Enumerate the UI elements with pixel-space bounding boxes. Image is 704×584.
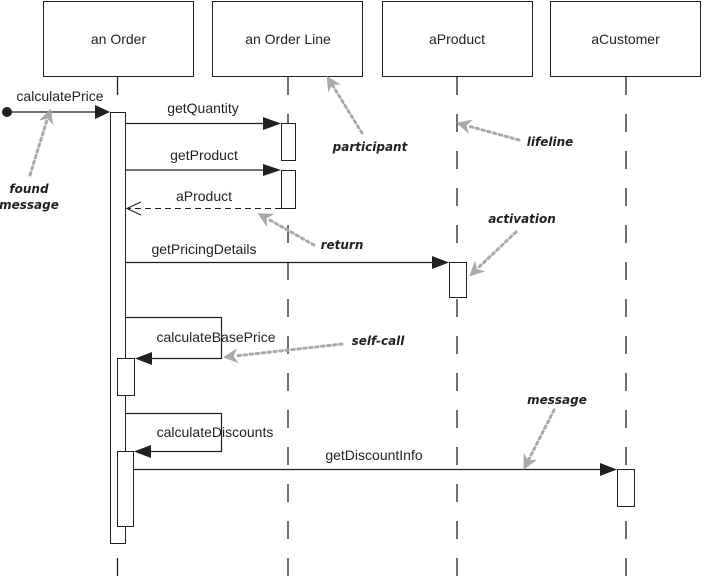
activation-bar-self-baseprice [117,358,135,396]
message-label: calculateBasePrice [156,329,275,345]
message-label: getQuantity [167,100,239,116]
filled-arrowhead-icon [600,463,617,476]
filled-arrowhead-icon [135,352,152,365]
annotation-pointer-arrow-icon [523,408,556,470]
message-get-product: getProduct [125,147,281,176]
annotation-found-message: found message [0,108,59,212]
annotation-label: return [321,238,364,252]
filled-arrowhead-icon [134,445,151,458]
message-calculate-base-price: calculateBasePrice [125,316,276,365]
filled-arrowhead-icon [263,117,281,130]
participant-box [550,1,701,77]
annotation-label: message [527,393,587,407]
annotation-label: lifeline [527,135,574,149]
open-arrowhead-icon [125,201,142,216]
self-call-line [125,412,223,453]
activation-bar-product [449,262,467,298]
annotation-label: message [0,198,59,212]
participant-a-customer: aCustomer [550,1,701,77]
participant-an-order-line: an Order Line [212,1,363,77]
annotation-pointer-arrow-icon [456,119,521,142]
message-label: getPricingDetails [151,241,256,257]
annotation-lifeline: lifeline [456,119,574,149]
filled-arrowhead-icon [95,105,110,119]
participant-box [43,1,194,77]
filled-arrowhead-icon [263,164,281,176]
annotation-pointer-arrow-icon [28,108,54,177]
message-return-a-product: aProduct [125,188,281,216]
participant-label: aCustomer [591,31,660,47]
message-label: calculatePrice [16,88,103,104]
annotation-message: message [523,393,587,470]
participant-a-product: aProduct [382,1,533,77]
message-get-pricing-details: getPricingDetails [125,241,449,269]
message-get-quantity: getQuantity [125,100,281,130]
annotation-label: self-call [352,334,406,348]
message-label: aProduct [176,188,232,204]
annotation-label: participant [332,140,409,154]
self-call-line [125,316,223,360]
participant-box [212,1,363,77]
activation-bar-orderline-2 [281,170,296,209]
activation-bar-orderline-1 [281,123,296,161]
message-label: calculateDiscounts [157,424,274,440]
message-calculate-discounts: calculateDiscounts [125,412,274,458]
annotation-label: found [9,182,49,196]
activation-bar-customer [617,469,635,507]
annotation-pointer-arrow-icon [257,213,316,247]
message-calculate-price: calculatePrice [2,88,110,119]
participant-label: an Order [91,31,147,47]
message-label: getProduct [170,147,238,163]
filled-arrowhead-icon [432,256,449,269]
participant-label: aProduct [429,31,485,47]
annotation-return: return [257,213,364,252]
participant-an-order: an Order [43,1,194,77]
activation-bar-self-discounts [117,451,134,527]
annotation-pointer-arrow-icon [469,230,518,277]
participant-box [382,1,533,77]
annotation-activation: activation [469,212,556,277]
annotation-self-call: self-call [223,334,406,364]
participant-label: an Order Line [245,31,331,47]
message-label: getDiscountInfo [325,447,422,463]
annotation-pointer-arrow-icon [223,342,344,364]
annotation-pointer-arrow-icon [326,75,364,135]
annotation-participant: participant [326,75,409,154]
activation-bar-order [110,112,126,544]
annotation-label: activation [488,212,556,226]
